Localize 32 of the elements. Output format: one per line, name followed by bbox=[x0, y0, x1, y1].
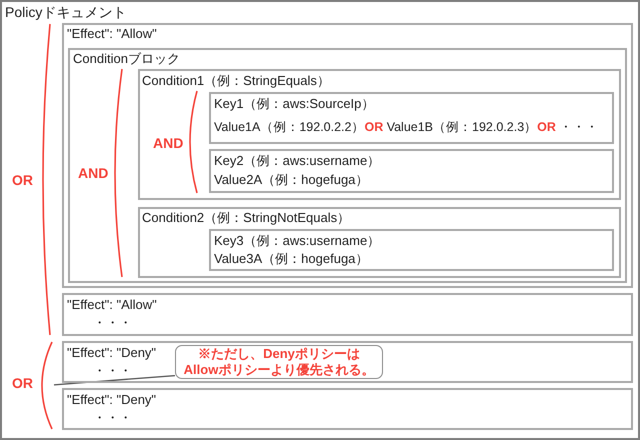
ellipsis-text: ・・・ bbox=[93, 410, 132, 426]
key-value-box bbox=[209, 92, 614, 144]
ellipsis-text: ・・・ bbox=[93, 315, 132, 331]
value-text: Value1A（例：192.0.2.2）OR Value1B（例：192.0.2.3）OR ・・・ bbox=[214, 119, 598, 136]
statement-box bbox=[62, 388, 633, 430]
condition-box bbox=[138, 69, 621, 200]
leader-line bbox=[54, 374, 176, 386]
key-text: Key3（例：aws:username） bbox=[214, 232, 380, 250]
condition-heading: Condition1（例：StringEquals） bbox=[142, 72, 330, 90]
value-text: Value3A（例：hogefuga） bbox=[214, 250, 368, 268]
block-heading: Conditionブロック bbox=[73, 50, 180, 68]
callout-text: ※ただし、DenyポリシーはAllowポリシーより優先される。 bbox=[182, 346, 376, 378]
key-value-box bbox=[209, 229, 614, 271]
effect-text: "Effect": "Deny" bbox=[67, 391, 156, 409]
effect-text: "Effect": "Allow" bbox=[67, 296, 157, 314]
key-text: Key2（例：aws:username） bbox=[214, 152, 380, 170]
statement-box bbox=[62, 293, 633, 336]
bracket bbox=[38, 341, 54, 430]
ellipsis-text: ・・・ bbox=[93, 363, 132, 379]
condition-box bbox=[138, 207, 621, 278]
value-text: Value2A（例：hogefuga） bbox=[214, 171, 368, 189]
operator-label: OR bbox=[12, 375, 33, 391]
effect-text: "Effect": "Deny" bbox=[67, 344, 156, 362]
operator-label: AND bbox=[153, 135, 184, 151]
condition-heading: Condition2（例：StringNotEquals） bbox=[142, 209, 350, 227]
statement-box bbox=[62, 341, 633, 383]
operator-label: OR bbox=[12, 172, 33, 188]
document-title: Policyドキュメント bbox=[5, 3, 126, 21]
key-value-box bbox=[209, 149, 614, 193]
operator-label: AND bbox=[78, 165, 108, 181]
key-text: Key1（例：aws:SourceIp） bbox=[214, 95, 374, 113]
effect-text: "Effect": "Allow" bbox=[67, 25, 157, 43]
